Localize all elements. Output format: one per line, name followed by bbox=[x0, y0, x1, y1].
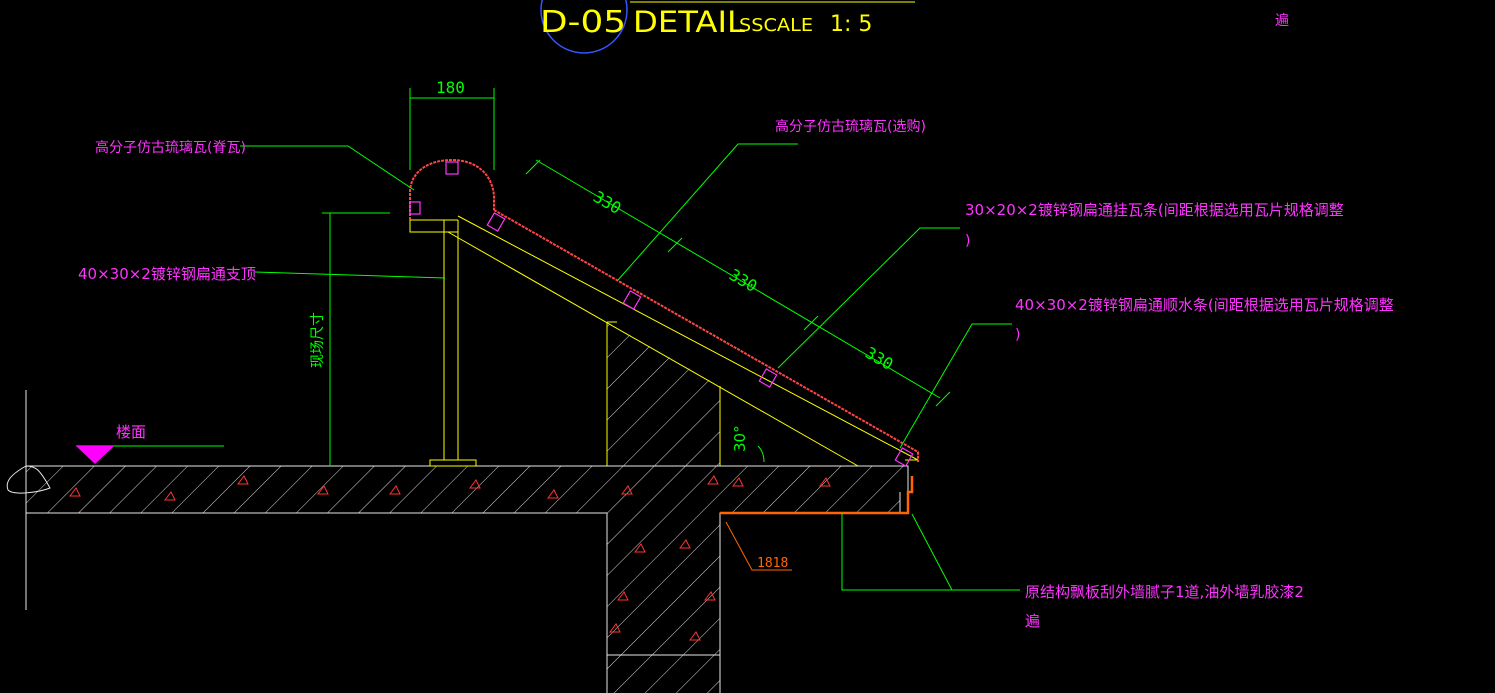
roof-tile-surface bbox=[493, 209, 919, 462]
label-roof-tile: 高分子仿古琉璃瓦(选购) bbox=[775, 118, 926, 135]
dim-180-lines bbox=[409, 88, 495, 170]
annotations: 高分子仿古琉璃瓦(脊瓦) 高分子仿古琉璃瓦(选购) 30×20×2镀锌钢扁通挂瓦… bbox=[78, 118, 1394, 630]
steel-frame bbox=[409, 215, 919, 467]
dim-330-2: 330 bbox=[726, 265, 761, 296]
floor-label: 楼面 bbox=[116, 423, 146, 441]
sloped-rafter bbox=[447, 215, 919, 467]
detail-marker-circle bbox=[540, 0, 628, 54]
roof-tiles bbox=[409, 158, 919, 462]
scale-value: 1: 5 bbox=[830, 12, 872, 37]
dim-180: 180 bbox=[436, 78, 465, 97]
batten-sections bbox=[409, 161, 914, 467]
aggregate-marks bbox=[69, 475, 831, 641]
angle-label: 30° bbox=[731, 425, 749, 452]
label-finish-line1: 原结构飘板刮外墙腻子1道,油外墙乳胶漆2 bbox=[1025, 583, 1304, 601]
label-support: 40×30×2镀锌钢扁通支顶 bbox=[78, 265, 256, 283]
label-counter-batten-line1: 40×30×2镀锌钢扁通顺水条(间距根据选用瓦片规格调整 bbox=[1015, 296, 1394, 314]
label-counter-batten-line2: ) bbox=[1015, 327, 1020, 343]
concrete-structure bbox=[6, 322, 914, 693]
slab-hatch bbox=[26, 466, 908, 693]
ridge-tile-shape bbox=[409, 158, 495, 220]
label-batten-line2: ) bbox=[965, 233, 970, 249]
leader-lines bbox=[240, 143, 1020, 591]
scale-label: SSCALE bbox=[739, 15, 813, 36]
corner-note: 遍 bbox=[1275, 13, 1289, 29]
edge-dim-1818: 1818 bbox=[757, 556, 788, 571]
vertical-support-post bbox=[429, 220, 477, 467]
detail-code: D-05 bbox=[540, 5, 626, 40]
label-ridge-tile: 高分子仿古琉璃瓦(脊瓦) bbox=[95, 139, 246, 156]
floor-level-marker: 楼面 bbox=[76, 423, 224, 464]
detail-word: DETAIL bbox=[633, 5, 745, 39]
title-block: D-05 DETAIL SSCALE 1: 5 bbox=[540, 0, 915, 54]
ridge-head bbox=[409, 219, 458, 233]
soffit-finish-line bbox=[720, 476, 914, 515]
label-finish-line2: 遍 bbox=[1025, 612, 1040, 630]
dim-330-1: 330 bbox=[590, 187, 625, 218]
floor-triangle-icon bbox=[76, 446, 114, 464]
dim-height-label: 现场尺寸 bbox=[310, 312, 326, 368]
label-batten-line1: 30×20×2镀锌钢扁通挂瓦条(间距根据选用瓦片规格调整 bbox=[965, 201, 1344, 219]
break-line-symbol bbox=[6, 390, 51, 610]
